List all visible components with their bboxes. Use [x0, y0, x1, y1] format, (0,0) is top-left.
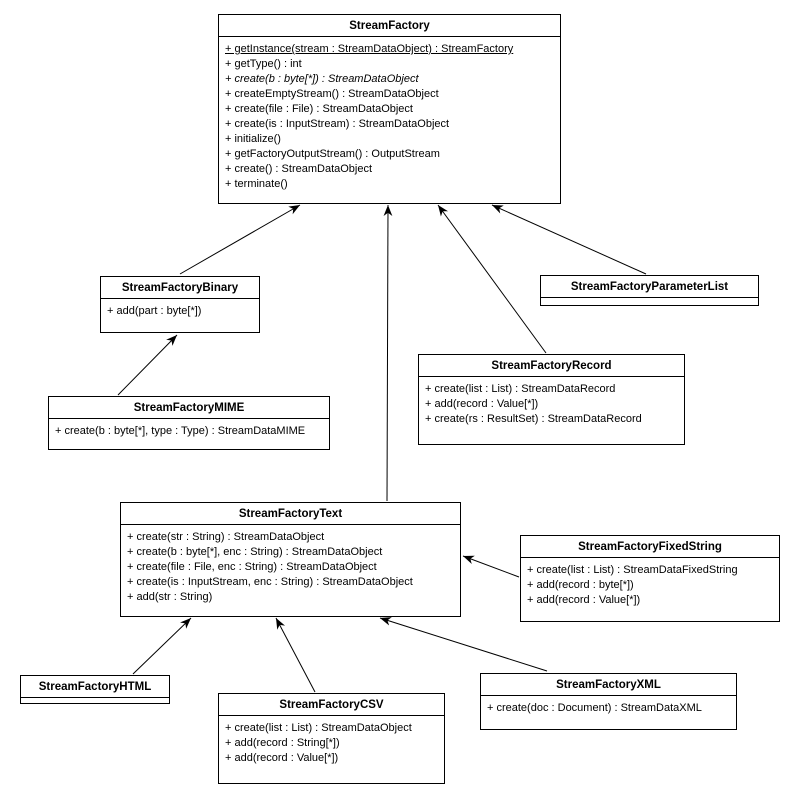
class-title: StreamFactoryRecord	[419, 355, 684, 377]
class-methods-compartment: + create(list : List) : StreamDataRecord…	[419, 377, 684, 430]
method-row: + create(is : InputStream) : StreamDataO…	[225, 118, 450, 130]
method-row: + add(record : Value[*])	[225, 752, 339, 764]
class-title: StreamFactoryText	[121, 503, 460, 525]
method-row: + create(b : byte[*], enc : String) : St…	[127, 546, 383, 558]
generalization-arrow-stream-factory-csv-to-stream-factory-text	[275, 617, 316, 693]
generalization-arrow-stream-factory-xml-to-stream-factory-text	[379, 617, 548, 672]
generalization-arrow-stream-factory-html-to-stream-factory-text	[132, 617, 192, 675]
method-row: + add(str : String)	[127, 591, 213, 603]
method-row: + create(is : InputStream, enc : String)…	[127, 576, 413, 588]
class-title: StreamFactoryCSV	[219, 694, 444, 716]
class-box-stream-factory-csv[interactable]: StreamFactoryCSV+ create(list : List) : …	[218, 693, 445, 784]
method-row: + add(record : String[*])	[225, 737, 340, 749]
generalization-arrow-stream-factory-parameter-list-to-stream-factory	[491, 204, 647, 275]
class-title: StreamFactoryBinary	[101, 277, 259, 299]
method-row: + create(list : List) : StreamDataObject	[225, 722, 412, 734]
generalization-arrow-stream-factory-record-to-stream-factory	[437, 204, 547, 354]
class-box-stream-factory-parameter-list[interactable]: StreamFactoryParameterList	[540, 275, 759, 306]
class-title: StreamFactoryFixedString	[521, 536, 779, 558]
class-title: StreamFactoryMIME	[49, 397, 329, 419]
method-row: + getType() : int	[225, 58, 302, 70]
method-row: + create(b : byte[*]) : StreamDataObject	[225, 73, 419, 85]
class-box-stream-factory-mime[interactable]: StreamFactoryMIME + create(b : byte[*], t…	[48, 396, 330, 450]
class-box-stream-factory-fixed-string[interactable]: StreamFactoryFixedString + create(list : …	[520, 535, 780, 622]
class-methods-compartment: + create(list : List) : StreamDataObject…	[219, 716, 444, 769]
class-methods-compartment: + create(str : String) : StreamDataObjec…	[121, 525, 460, 608]
class-title: StreamFactoryHTML	[21, 676, 169, 698]
method-row: + getFactoryOutputStream() : OutputStrea…	[225, 148, 440, 160]
method-row: + initialize()	[225, 133, 281, 145]
class-box-stream-factory-html[interactable]: StreamFactoryHTML	[20, 675, 170, 704]
class-methods-compartment: + add(part : byte[*])	[101, 299, 259, 322]
class-methods-compartment: + getInstance(stream : StreamDataObject)…	[219, 37, 560, 195]
class-box-stream-factory-record[interactable]: StreamFactoryRecord+ create(list : List)…	[418, 354, 685, 445]
method-row: + add(record : Value[*])	[425, 398, 539, 410]
class-title: StreamFactory	[219, 15, 560, 37]
method-row: + add(record : Value[*])	[527, 594, 641, 606]
method-row: + add(record : byte[*])	[527, 579, 634, 591]
class-methods-compartment: + create(b : byte[*], type : Type) : Str…	[49, 419, 329, 442]
method-row: + create(doc : Document) : StreamDataXML	[487, 702, 702, 714]
method-row: + create(list : List) : StreamDataRecord	[425, 383, 616, 395]
class-box-stream-factory-binary[interactable]: StreamFactoryBinary + add(part : byte[*])	[100, 276, 260, 333]
generalization-arrow-stream-factory-mime-to-stream-factory-binary	[117, 334, 178, 396]
class-methods-compartment: + create(list : List) : StreamDataFixedS…	[521, 558, 779, 611]
method-row: + getInstance(stream : StreamDataObject)…	[225, 43, 514, 55]
method-row: + add(part : byte[*])	[107, 305, 202, 317]
method-row: + create(list : List) : StreamDataFixedS…	[527, 564, 738, 576]
generalization-arrow-stream-factory-fixed-string-to-stream-factory-text	[462, 555, 520, 578]
class-methods-compartment: + create(doc : Document) : StreamDataXML	[481, 696, 736, 719]
class-box-stream-factory-xml[interactable]: StreamFactoryXML + create(doc : Document)…	[480, 673, 737, 730]
method-row: + create(rs : ResultSet) : StreamDataRec…	[425, 413, 642, 425]
generalization-arrow-stream-factory-text-to-stream-factory	[383, 204, 393, 502]
method-row: + create(str : String) : StreamDataObjec…	[127, 531, 325, 543]
method-row: + create() : StreamDataObject	[225, 163, 373, 175]
method-row: + create(file : File, enc : String) : St…	[127, 561, 377, 573]
method-row: + create(file : File) : StreamDataObject	[225, 103, 413, 115]
class-title: StreamFactoryXML	[481, 674, 736, 696]
class-box-stream-factory-text[interactable]: StreamFactoryText + create(str : String) …	[120, 502, 461, 617]
method-row: + createEmptyStream() : StreamDataObject	[225, 88, 439, 100]
method-row: + terminate()	[225, 178, 288, 190]
generalization-arrow-stream-factory-binary-to-stream-factory	[179, 204, 301, 275]
class-title: StreamFactoryParameterList	[541, 276, 758, 298]
method-row: + create(b : byte[*], type : Type) : Str…	[55, 425, 306, 437]
class-box-stream-factory[interactable]: StreamFactory + getInstance(stream : Stre…	[218, 14, 561, 204]
